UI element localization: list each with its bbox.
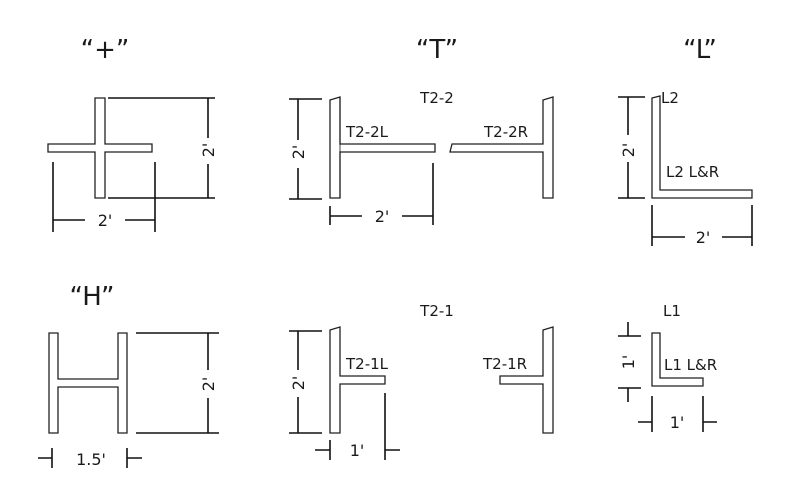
t2-2l-shape [329, 96, 436, 199]
t2-2l-label: T2-2L [345, 123, 389, 141]
t2-1l-label: T2-1L [345, 355, 389, 373]
t2-2-label: T2-2 [419, 89, 454, 107]
l1-height-label: 1' [619, 355, 638, 370]
l1-shape [651, 332, 704, 387]
h-dimensions: 2' 1.5' [38, 332, 219, 469]
l1-width-label: 1' [670, 413, 685, 432]
l2-label: L2 [661, 89, 679, 107]
t2-1r-shape [499, 326, 554, 434]
l1-dimensions: 1' 1' [618, 322, 717, 432]
title-plus: “+” [81, 35, 130, 65]
l2-width-label: 2' [696, 228, 711, 247]
t2-2-dimensions: 2' 2' [289, 98, 434, 226]
l2-shape [651, 95, 753, 199]
title-h: “H” [70, 282, 115, 312]
plus-width-label: 2' [98, 211, 113, 230]
h-height-label: 2' [199, 377, 218, 392]
l2-height-label: 2' [619, 143, 638, 158]
l1-label: L1 [663, 302, 681, 320]
t2-2r-label: T2-2R [483, 123, 528, 141]
t2-2r-shape [449, 96, 554, 199]
l2-dimensions: 2' 2' [618, 96, 753, 247]
t2-2-height-label: 2' [289, 145, 308, 160]
title-t: “T” [416, 35, 458, 65]
t2-1-height-label: 2' [289, 376, 308, 391]
t2-1-dimensions: 2' 1' [289, 330, 400, 460]
t2-1-width-label: 1' [350, 441, 365, 460]
h-shape [48, 332, 128, 434]
l2-piece-label: L2 L&R [666, 163, 719, 181]
t2-1r-label: T2-1R [482, 355, 527, 373]
plus-dimensions: 2' 2' [52, 97, 218, 232]
l1-piece-label: L1 L&R [664, 356, 717, 374]
t2-2-width-label: 2' [375, 207, 390, 226]
t2-1-label: T2-1 [419, 302, 454, 320]
t2-1l-shape [329, 326, 386, 434]
title-l: “L” [683, 35, 717, 65]
plus-shape [47, 97, 153, 199]
h-width-label: 1.5' [76, 450, 106, 469]
plus-height-label: 2' [199, 143, 218, 158]
